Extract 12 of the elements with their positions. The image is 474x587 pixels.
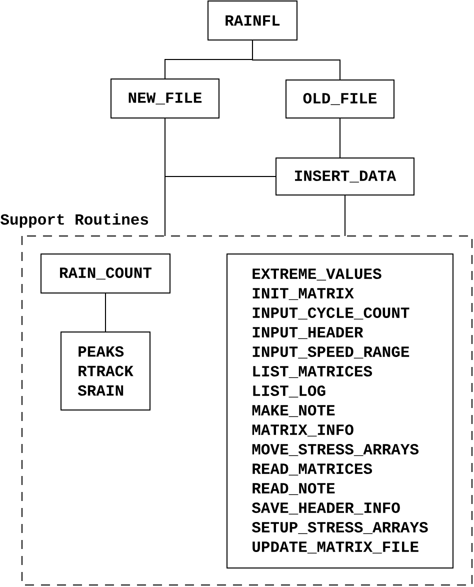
connector-line [252,40,340,80]
connector-line [344,194,346,236]
routine-list-box: PEAKS RTRACK SRAIN [60,332,150,410]
process-box: RAIN_COUNT [40,254,170,294]
process-box: NEW_FILE [110,78,220,118]
process-box: RAINFL [208,0,298,40]
process-box: OLD_FILE [286,80,394,118]
node-label: Support Routines [0,213,148,228]
routine-list-box: EXTREME_VALUES INIT_MATRIX INPUT_CYCLE_COUNT INPUT_HEADER INPUT_SPEED_RANGE LIST_MATRICES LIST_LOG MAKE_NOTE MATRIX_INFO MOVE_STRESS_ARRAYS READ_MATRICES READ_NOTE SAVE_HEADER_INFO SETUP_STRESS_ARRAYS UPDATE_MATRIX_FILE [226,254,454,568]
process-box: INSERT_DATA [276,158,414,196]
connector-line [105,292,106,332]
connector-line [164,176,276,236]
